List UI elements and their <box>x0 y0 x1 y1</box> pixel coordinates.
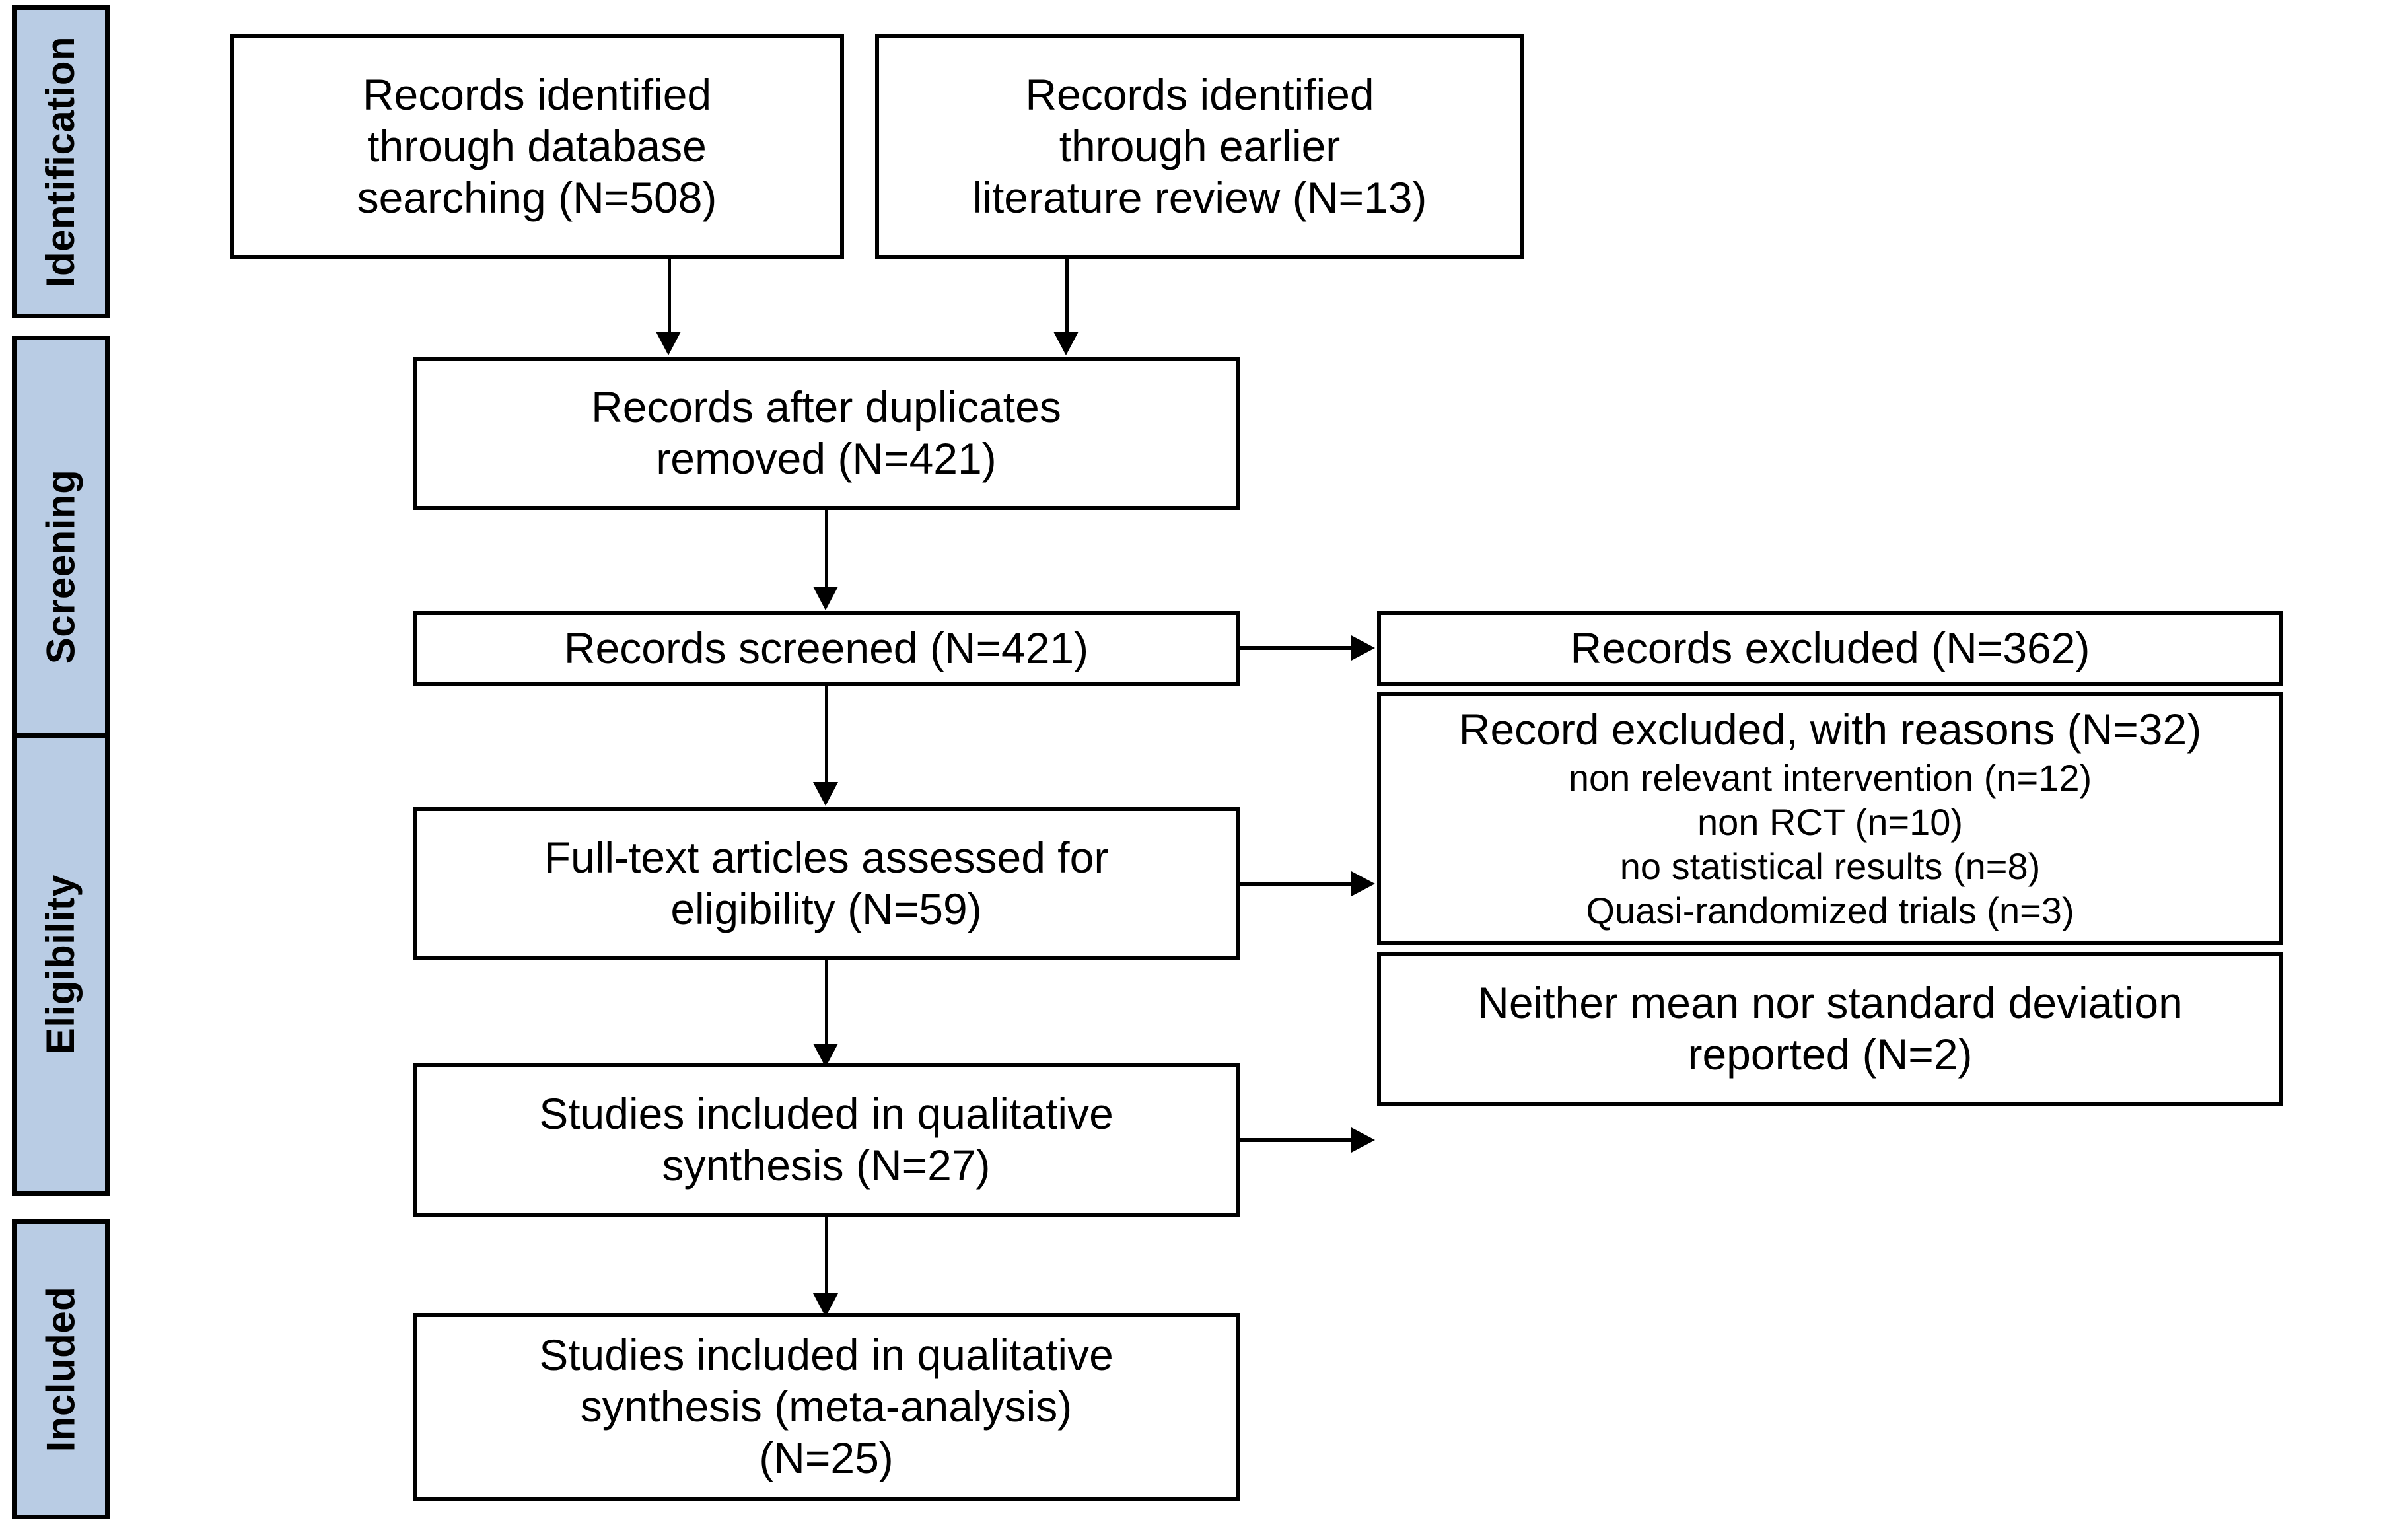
box-records-identified-database: Records identified through database sear… <box>230 34 844 259</box>
arrowhead-screened-to-excluded <box>1351 635 1375 661</box>
box-records-screened: Records screened (N=421) <box>413 611 1240 686</box>
connector-screened-to-excluded <box>1240 646 1355 650</box>
phase-band-identification: Identification <box>12 5 110 318</box>
box-excluded-with-reasons: Record excluded, with reasons (N=32) non… <box>1377 692 2283 945</box>
box-qualitative-synthesis: Studies included in qualitative synthesi… <box>413 1063 1240 1217</box>
box-text-meta-analysis: Studies included in qualitative synthesi… <box>539 1330 1114 1482</box>
connector-screened-to-fulltext <box>825 686 828 786</box>
box-meta-analysis: Studies included in qualitative synthesi… <box>413 1313 1240 1501</box>
reason-non-relevant-intervention: non relevant intervention (n=12) <box>1568 756 2092 799</box>
arrowhead-duplicates-to-screened <box>813 587 838 610</box>
box-records-identified-earlier-review: Records identified through earlier liter… <box>875 34 1524 259</box>
phase-label-eligibility: Eligibility <box>38 874 83 1055</box>
connector-fulltext-to-qualitative <box>825 960 828 1048</box>
box-text-fulltext-assessed: Full-text articles assessed for eligibil… <box>544 833 1109 933</box>
phase-band-included: Included <box>12 1219 110 1519</box>
box-text-records-excluded: Records excluded (N=362) <box>1570 623 2090 672</box>
box-heading-excluded-with-reasons: Record excluded, with reasons (N=32) <box>1458 704 2202 754</box>
connector-qualitative-to-no-mean-sd <box>1240 1138 1355 1142</box>
arrowhead-qualitative-to-no-mean-sd <box>1351 1127 1375 1153</box>
box-neither-mean-nor-sd: Neither mean nor standard deviation repo… <box>1377 952 2283 1106</box>
arrowhead-fulltext-to-reasons <box>1351 871 1375 896</box>
box-text-records-identified-earlier-review: Records identified through earlier liter… <box>972 70 1427 222</box>
box-text-neither-mean-nor-sd: Neither mean nor standard deviation repo… <box>1477 978 2183 1079</box>
phase-band-eligibility: Eligibility <box>12 733 110 1196</box>
box-text-records-identified-database: Records identified through database sear… <box>357 70 717 222</box>
reason-quasi-randomized-trials: Quasi-randomized trials (n=3) <box>1586 890 2074 932</box>
box-text-records-screened: Records screened (N=421) <box>563 623 1089 672</box>
phase-label-included: Included <box>38 1286 83 1452</box>
box-text-qualitative-synthesis: Studies included in qualitative synthesi… <box>539 1089 1114 1190</box>
box-records-after-duplicates-removed: Records after duplicates removed (N=421) <box>413 357 1240 510</box>
connector-qualitative-to-meta-analysis <box>825 1217 828 1297</box>
box-records-excluded: Records excluded (N=362) <box>1377 611 2283 686</box>
phase-label-screening: Screening <box>38 469 83 664</box>
box-fulltext-assessed: Full-text articles assessed for eligibil… <box>413 807 1240 960</box>
arrowhead-db-search-to-duplicates <box>656 332 681 355</box>
connector-fulltext-to-reasons <box>1240 882 1355 886</box>
box-text-records-after-duplicates-removed: Records after duplicates removed (N=421) <box>591 382 1061 483</box>
reason-non-rct: non RCT (n=10) <box>1697 801 1964 843</box>
phase-label-identification: Identification <box>38 36 83 288</box>
arrowhead-earlier-review-to-duplicates <box>1053 332 1079 355</box>
connector-earlier-review-to-duplicates <box>1065 259 1069 336</box>
connector-db-search-to-duplicates <box>668 259 671 336</box>
reason-no-statistical-results: no statistical results (n=8) <box>1619 845 2041 887</box>
connector-duplicates-to-screened <box>825 510 828 590</box>
arrowhead-screened-to-fulltext <box>813 782 838 806</box>
phase-band-screening: Screening <box>12 336 110 798</box>
